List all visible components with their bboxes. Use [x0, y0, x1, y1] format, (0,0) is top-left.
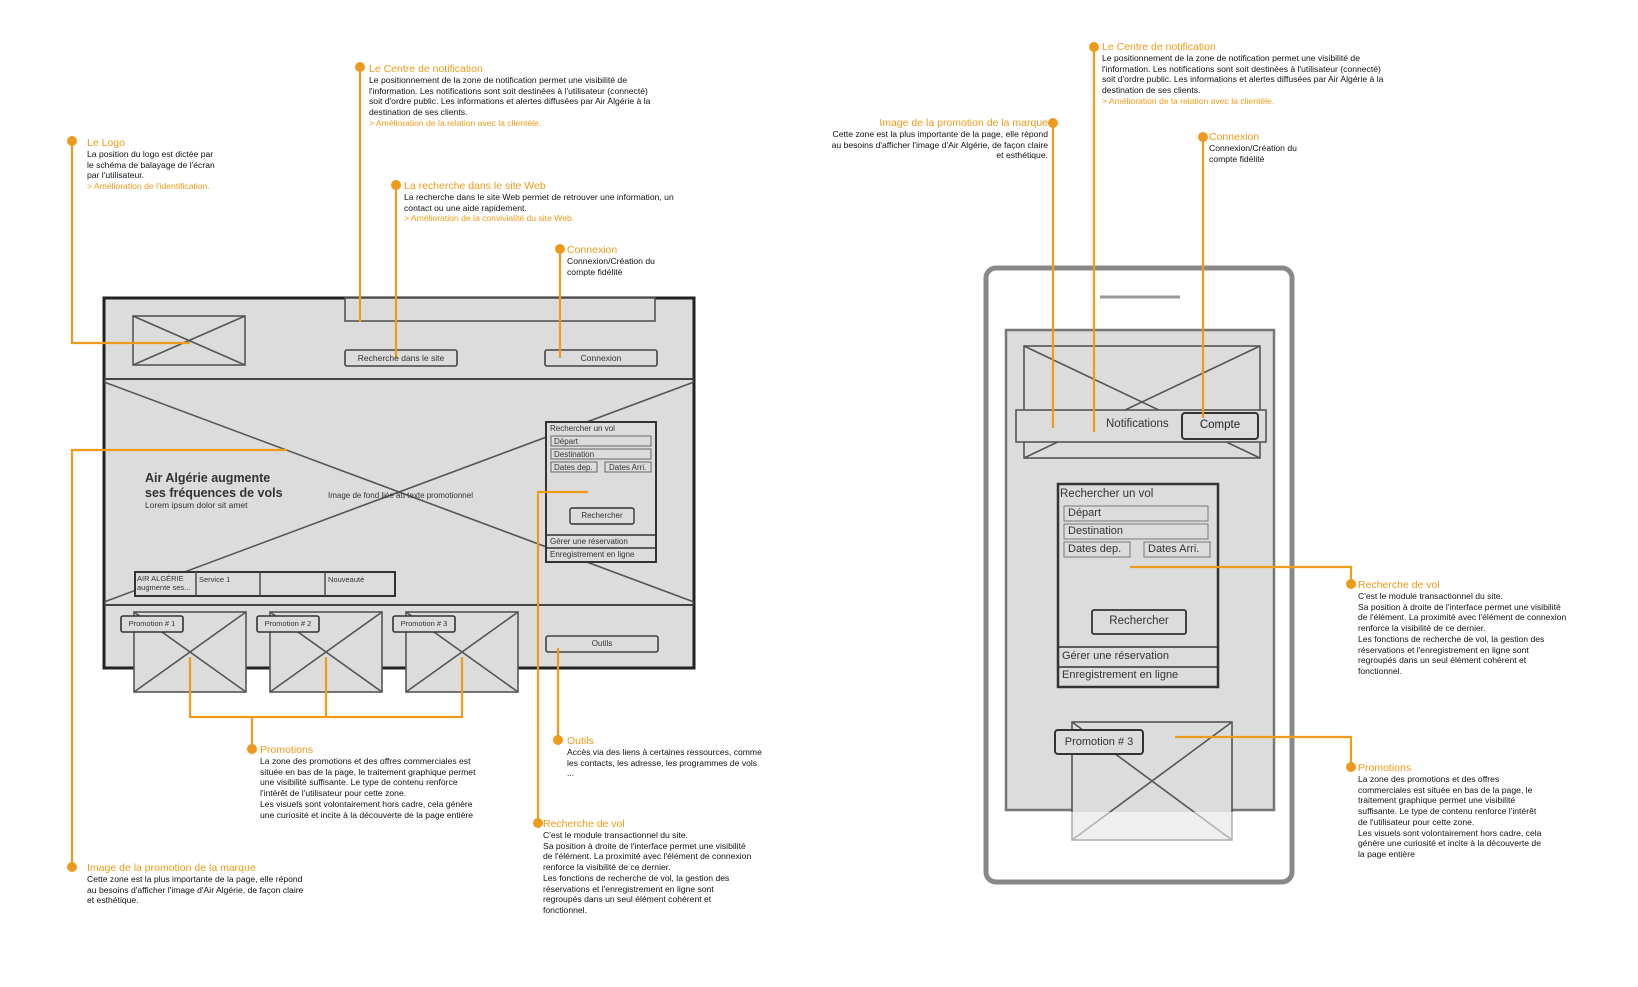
mobile-dates-arr-field[interactable]: Dates Arri. [1148, 543, 1200, 555]
news-tab-4[interactable]: Nouveauté [328, 575, 365, 584]
annotation-body: Le positionnement de la zone de notifica… [369, 75, 651, 118]
notification-area [344, 297, 656, 322]
news-tab-2[interactable]: Service 1 [199, 575, 231, 584]
annotation-recherche-vol-mobile: Recherche de vol C'est le module transac… [1358, 579, 1618, 677]
mobile-checkin-link[interactable]: Enregistrement en ligne [1062, 669, 1179, 681]
desktop-depart-field[interactable]: Départ [554, 437, 579, 446]
desktop-news-tabs [134, 571, 396, 597]
desktop-checkin-link[interactable]: Enregistrement en ligne [550, 550, 635, 559]
annotation-promotions-desktop: Promotions La zone des promotions et des… [260, 744, 540, 820]
annotation-highlight: > Amélioration de la relation avec la cl… [369, 117, 542, 128]
annotation-brand-desktop: Image de la promotion de la marque Cette… [87, 862, 367, 906]
annotation-title: Recherche de vol [543, 818, 625, 830]
promotion-1-label[interactable]: Promotion # 1 [128, 619, 176, 628]
desktop-search-button-frame [344, 349, 458, 367]
hero-image-caption: Image de fond liée au texte promotionnel [328, 491, 473, 500]
desktop-manage-booking-link[interactable]: Gérer une réservation [550, 537, 628, 546]
annotation-highlight: > Amélioration de l'identification. [87, 181, 210, 192]
desktop-dates-arr-field[interactable]: Dates Arri. [609, 463, 647, 472]
annotation-body: Cette zone est la plus importante de la … [87, 874, 304, 906]
annotation-promotions-mobile: Promotions La zone des promotions et des… [1358, 762, 1618, 860]
annotation-body: C'est le module transactionnel du site. … [543, 830, 752, 915]
desktop-destination-field[interactable]: Destination [554, 450, 595, 459]
annotation-body: La recherche dans le site Web permet de … [404, 192, 674, 213]
annotation-notification-mobile: Le Centre de notification Le positionnem… [1102, 41, 1452, 107]
annotation-title: Connexion [1209, 131, 1260, 143]
mobile-rechercher-button[interactable]: Rechercher [1109, 615, 1169, 627]
desktop-rechercher-button[interactable]: Rechercher [581, 511, 623, 520]
mobile-dates-dep-field[interactable]: Dates dep. [1068, 543, 1122, 555]
desktop-tools-button-frame [545, 635, 659, 653]
annotation-title: La recherche dans le site Web [404, 180, 546, 192]
news-tab-1[interactable]: AIR ALGÉRIE augmente ses... [137, 574, 191, 592]
hero-title-line2: ses fréquences de vols [145, 486, 283, 500]
mobile-manage-booking-link[interactable]: Gérer une réservation [1062, 650, 1169, 662]
annotation-body: C'est le module transactionnel du site. … [1358, 591, 1567, 676]
desktop-dates-dep-field[interactable]: Dates dep. [554, 463, 593, 472]
annotation-title: Le Logo [87, 137, 125, 149]
mobile-depart-field[interactable]: Départ [1068, 507, 1102, 519]
promotion-2-label[interactable]: Promotion # 2 [264, 619, 312, 628]
annotation-body: Connexion/Création du compte fidélité [1209, 143, 1297, 164]
annotation-brand-mobile: Image de la promotion de la marque Cette… [768, 117, 1048, 161]
promotion-3-label[interactable]: Promotion # 3 [400, 619, 448, 628]
annotation-title: Recherche de vol [1358, 579, 1440, 591]
desktop-tools-button[interactable]: Outils [591, 639, 613, 648]
desktop-flight-title: Rechercher un vol [550, 424, 615, 433]
annotation-body: La zone des promotions et des offres com… [1358, 774, 1542, 859]
annotation-title: Promotions [260, 744, 314, 756]
annotation-connexion-desktop: Connexion Connexion/Création du compte f… [567, 244, 707, 277]
annotation-logo: Le Logo La position du logo est dictée p… [87, 137, 277, 192]
annotation-recherche-vol-desktop: Recherche de vol C'est le module transac… [543, 818, 803, 916]
mobile-notifications-label[interactable]: Notifications [1106, 418, 1169, 430]
mobile-account-button[interactable]: Compte [1199, 419, 1241, 431]
mobile-destination-field[interactable]: Destination [1068, 525, 1124, 537]
annotation-body: La position du logo est dictée par le sc… [87, 149, 215, 181]
desktop-connexion-button-frame [544, 349, 658, 367]
annotation-connexion-mobile: Connexion Connexion/Création du compte f… [1209, 131, 1359, 164]
annotation-title: Image de la promotion de la marque [879, 117, 1048, 129]
annotation-title: Connexion [567, 244, 618, 256]
annotation-title: Le Centre de notification [1102, 41, 1216, 53]
annotation-title: Image de la promotion de la marque [87, 862, 256, 874]
annotation-body: Connexion/Création du compte fidélité [567, 256, 655, 277]
hero-subtitle: Lorem ipsum dolor sit amet [145, 500, 248, 510]
desktop-connexion-button[interactable]: Connexion [580, 353, 622, 363]
annotation-highlight: > Amélioration de la convivialité du sit… [404, 213, 575, 224]
annotation-body: La zone des promotions et des offres com… [260, 756, 476, 820]
annotation-notification-desktop: Le Centre de notification Le positionnem… [369, 63, 729, 129]
annotation-title: Promotions [1358, 762, 1412, 774]
mobile-promotion-label[interactable]: Promotion # 3 [1064, 736, 1134, 748]
annotation-search-site: La recherche dans le site Web La recherc… [404, 180, 744, 224]
annotation-outils: Outils Accès via des liens à certaines r… [567, 735, 827, 779]
annotation-title: Outils [567, 735, 594, 747]
mobile-flight-title: Rechercher un vol [1060, 488, 1154, 500]
annotation-body: Accès via des liens à certaines ressourc… [567, 747, 762, 779]
annotation-title: Le Centre de notification [369, 63, 483, 75]
desktop-search-button[interactable]: Recherche dans le site [357, 353, 445, 363]
hero-title: Air Algérie augmente ses fréquences de v… [145, 471, 283, 501]
annotation-body: Le positionnement de la zone de notifica… [1102, 53, 1384, 96]
hero-title-line1: Air Algérie augmente [145, 471, 271, 485]
mobile-account-frame [1181, 412, 1259, 440]
annotation-highlight: > Amélioration de la relation avec la cl… [1102, 95, 1275, 106]
annotation-body: Cette zone est la plus importante de la … [831, 129, 1048, 161]
